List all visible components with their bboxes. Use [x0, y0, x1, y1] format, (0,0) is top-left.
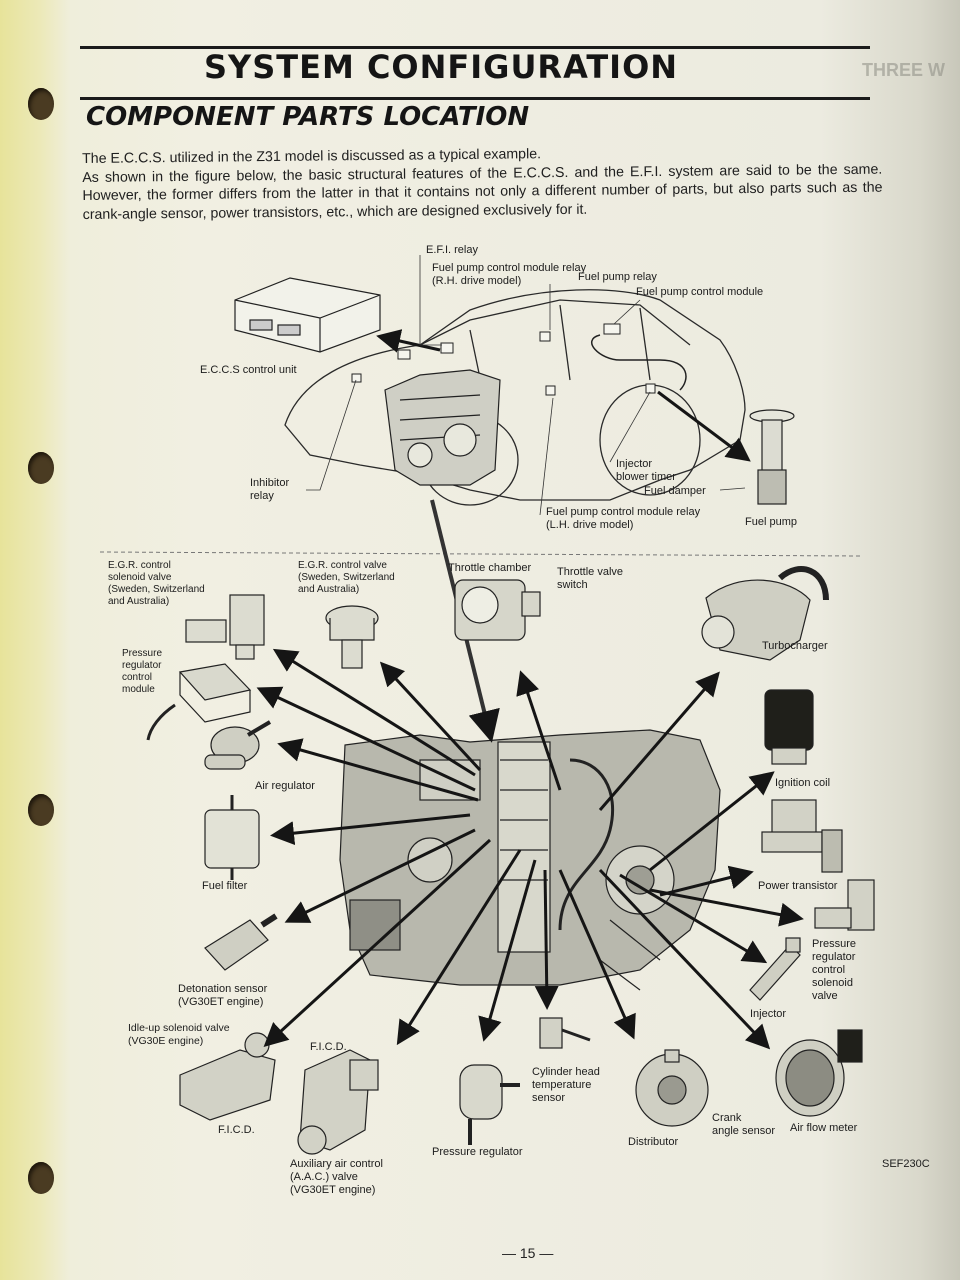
label-air-flow-meter: Air flow meter [790, 1122, 858, 1134]
arrow-to-fuel-pump [657, 390, 751, 462]
bleed-through-title: THREE W [862, 60, 945, 80]
throttle-chamber-drawing [454, 579, 541, 641]
power-transistor-drawing [761, 799, 843, 873]
fuel-filter-drawing [204, 795, 260, 880]
label-egr-valve: E.G.R. control valve (Sweden, Switzerlan… [298, 560, 395, 595]
label-detonation-sensor: Detonation sensor (VG30ET engine) [178, 983, 268, 1008]
binder-hole [28, 452, 54, 484]
label-injector-blower-timer: Injector blower timer [616, 458, 676, 483]
label-throttle-switch: Throttle valve switch [557, 566, 624, 591]
air-regulator-drawing [204, 720, 272, 770]
label-injector: Injector [750, 1008, 787, 1020]
title-rule-box [80, 46, 870, 100]
fuel-pump-drawing [749, 409, 795, 505]
label-pr-solenoid: Pressure regulator control solenoid valv… [812, 938, 857, 1002]
label-fpcm-relay-rh: Fuel pump control module relay (R.H. dri… [432, 262, 587, 287]
fuel-pipe [591, 334, 687, 391]
label-ficd-top: F.I.C.D. [310, 1041, 347, 1053]
label-power-transistor: Power transistor [758, 880, 838, 892]
label-fuel-pump: Fuel pump [745, 516, 797, 528]
view-divider [99, 551, 861, 557]
page-title: SYSTEM CONFIGURATION [204, 48, 679, 86]
idle-up-valve-drawing [179, 1032, 276, 1121]
prcm-drawing [146, 663, 252, 741]
car-outline-drawing [284, 289, 746, 506]
detonation-sensor-drawing [204, 913, 278, 971]
label-distributor: Distributor [628, 1136, 679, 1148]
label-aac-valve: Auxiliary air control (A.A.C.) valve (VG… [290, 1158, 383, 1196]
egr-solenoid-drawing [185, 594, 265, 660]
engine-assembly-drawing [339, 729, 721, 991]
injector-drawing [749, 937, 801, 1001]
egr-valve-drawing [325, 605, 379, 669]
label-pressure-regulator: Pressure regulator [432, 1146, 523, 1158]
label-fuel-pump-control-module: Fuel pump control module [636, 286, 764, 298]
binder-hole [28, 88, 54, 120]
label-inhibitor-relay: Inhibitor relay [250, 477, 290, 502]
figure-reference: SEF230C [882, 1158, 930, 1170]
label-ficd-bottom: F.I.C.D. [218, 1124, 255, 1136]
car-component-boxes [351, 323, 656, 396]
label-egr-solenoid: E.G.R. control solenoid valve (Sweden, S… [108, 560, 205, 607]
label-turbocharger: Turbocharger [762, 640, 828, 652]
label-ignition-coil: Ignition coil [775, 777, 831, 789]
label-crank-angle-sensor: Crank angle sensor [712, 1112, 775, 1137]
label-efi-relay: E.F.I. relay [426, 244, 478, 256]
label-air-regulator: Air regulator [255, 780, 315, 792]
car-engine-drawing [384, 369, 501, 486]
pressure-regulator-drawing [459, 1064, 520, 1145]
engine-callout-arrows [256, 648, 804, 1050]
ficd-aac-drawing [297, 1049, 379, 1155]
air-flow-meter-drawing [775, 1029, 863, 1117]
pr-solenoid-drawing [814, 879, 875, 931]
label-fpcm-relay-lh: Fuel pump control module relay (L.H. dri… [546, 506, 701, 531]
cyl-head-sensor-drawing [539, 1017, 591, 1049]
binder-hole [28, 1162, 54, 1194]
eccs-control-unit-drawing [234, 277, 381, 353]
label-fuel-damper: Fuel damper [644, 485, 706, 497]
label-fuel-pump-relay: Fuel pump relay [578, 271, 657, 283]
page-number: — 15 — [502, 1245, 554, 1261]
section-heading: COMPONENT PARTS LOCATION [86, 102, 530, 132]
label-idle-up-valve: Idle-up solenoid valve (VG30E engine) [128, 1022, 230, 1047]
arrow-to-eccs [376, 329, 441, 353]
label-eccs-control-unit: E.C.C.S control unit [200, 364, 297, 376]
label-throttle-chamber: Throttle chamber [448, 562, 532, 574]
label-prcm: Pressure regulator control module [122, 648, 163, 695]
distributor-drawing [635, 1049, 709, 1127]
turbocharger-drawing [701, 566, 829, 661]
label-cyl-head-sensor: Cylinder head temperature sensor [532, 1066, 600, 1104]
label-fuel-filter: Fuel filter [202, 880, 248, 892]
car-leader-lines [306, 255, 746, 516]
ignition-coil-drawing [764, 689, 814, 765]
binder-hole [28, 794, 54, 826]
